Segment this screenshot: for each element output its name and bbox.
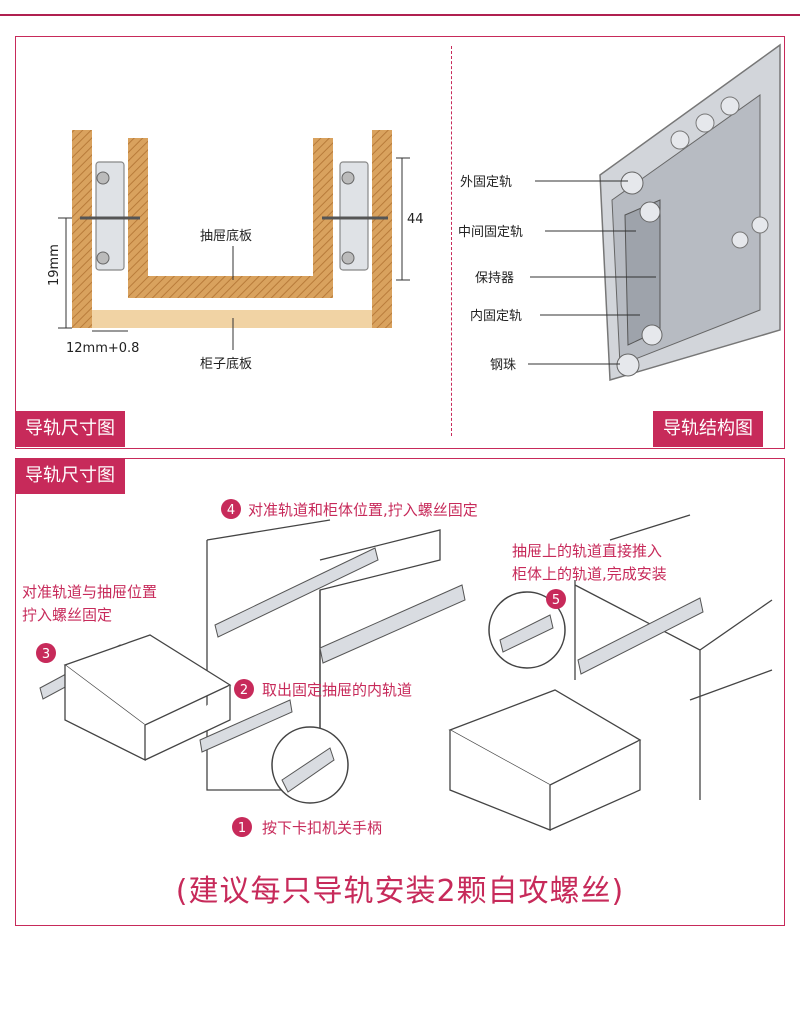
- svg-text:5: 5: [552, 593, 560, 608]
- part-middle-rail: 中间固定轨: [458, 225, 523, 240]
- screw-recommendation-note: (建议每只导轨安装2颗自攻螺丝): [175, 874, 625, 909]
- dim-19mm-label: 19mm: [47, 244, 62, 286]
- rail-size-diagram: 19mm 12mm+0.8 44 抽屉底板 柜子底板 外固定轨 中间固定轨 保持…: [47, 43, 781, 381]
- rail-right: [322, 161, 388, 271]
- step3-text-line2: 拧入螺丝固定: [22, 606, 112, 624]
- svg-text:1: 1: [238, 821, 246, 836]
- step3-text-line1: 对准轨道与抽屉位置: [22, 583, 157, 601]
- part-retainer: 保持器: [475, 271, 514, 286]
- step-badge-3: 3: [36, 643, 56, 663]
- drawer-illustration-left: [63, 634, 232, 762]
- dim-12mm-label: 12mm+0.8: [66, 341, 139, 356]
- rail-left: [80, 161, 140, 271]
- step4-text: 对准轨道和柜体位置,拧入螺丝固定: [248, 501, 478, 519]
- part-outer-rail: 外固定轨: [460, 175, 512, 190]
- cabinet-bottom-board: [92, 310, 372, 328]
- drawer-illustration-right: [448, 689, 642, 831]
- svg-text:2: 2: [240, 683, 248, 698]
- cabinet-wall-right: [372, 130, 392, 328]
- step2-text: 取出固定抽屉的内轨道: [262, 681, 412, 699]
- cabinet-illustration-left: [206, 519, 441, 791]
- cabinet-illustration-right: [574, 514, 773, 800]
- step-badge-5: 5: [546, 589, 566, 609]
- step-badge-1: 1: [232, 817, 252, 837]
- rail-illustration-right: [577, 597, 704, 675]
- panel-divider: [451, 46, 452, 436]
- structure-diagram-tag: 导轨结构图: [653, 411, 763, 447]
- rail-illustration-upper: [39, 547, 466, 753]
- top-rule: [0, 14, 800, 16]
- part-inner-rail: 内固定轨: [470, 308, 522, 324]
- part-steel-ball: 钢珠: [490, 358, 516, 373]
- step5-text-line1: 抽屉上的轨道直接推入: [512, 542, 662, 560]
- step5-text-line2: 柜体上的轨道,完成安装: [512, 565, 667, 583]
- rail-structure-section: [599, 43, 781, 381]
- install-diagram-tag: 导轨尺寸图: [15, 458, 125, 494]
- cabinet-wall-left: [72, 130, 92, 328]
- drawer-bottom-board: [128, 276, 333, 298]
- drawer-bottom-label: 抽屉底板: [200, 228, 252, 244]
- size-diagram-tag: 导轨尺寸图: [15, 411, 125, 447]
- step-badge-2: 2: [234, 679, 254, 699]
- step1-text: 按下卡扣机关手柄: [262, 819, 382, 837]
- dim-44-label: 44: [407, 212, 424, 227]
- svg-text:3: 3: [42, 647, 50, 662]
- step-badge-4: 4: [221, 499, 241, 519]
- cabinet-bottom-label: 柜子底板: [200, 356, 252, 372]
- svg-text:4: 4: [227, 503, 235, 518]
